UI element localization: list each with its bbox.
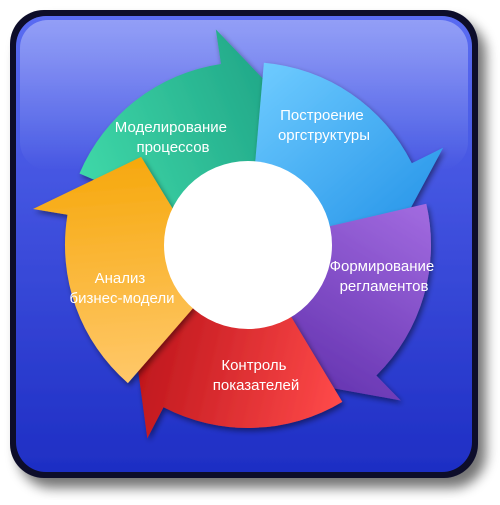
- label-business-model: Анализ бизнес-модели: [69, 270, 174, 307]
- label-modeling-line-1: Моделирование: [115, 119, 227, 136]
- cycle-labels: Моделирование процессов Построение оргст…: [69, 107, 439, 394]
- label-business-model-line-1: Анализ: [95, 270, 146, 287]
- center-pinwheel: [164, 161, 332, 329]
- label-kpi-line-1: Контроль: [221, 357, 286, 374]
- label-modeling-line-2: процессов: [136, 139, 209, 156]
- label-orgstructure-line-2: оргструктуры: [278, 127, 370, 144]
- label-regulations: Формирование регламентов: [330, 258, 439, 295]
- label-regulations-line-2: регламентов: [340, 278, 429, 295]
- arrow-business-model: [33, 156, 195, 384]
- label-kpi-line-2: показателей: [213, 377, 299, 394]
- arrow-regulations: [282, 203, 431, 401]
- center-circle: [164, 161, 332, 329]
- arrow-orgstructure: [255, 62, 444, 254]
- arrow-kpi: [131, 298, 343, 439]
- label-orgstructure: Построение оргструктуры: [278, 107, 370, 144]
- label-regulations-line-1: Формирование: [330, 258, 435, 275]
- label-business-model-line-2: бизнес-модели: [69, 290, 174, 307]
- label-orgstructure-line-1: Построение: [280, 107, 364, 124]
- label-kpi: Контроль показателей: [213, 357, 299, 394]
- label-modeling: Моделирование процессов: [115, 119, 231, 156]
